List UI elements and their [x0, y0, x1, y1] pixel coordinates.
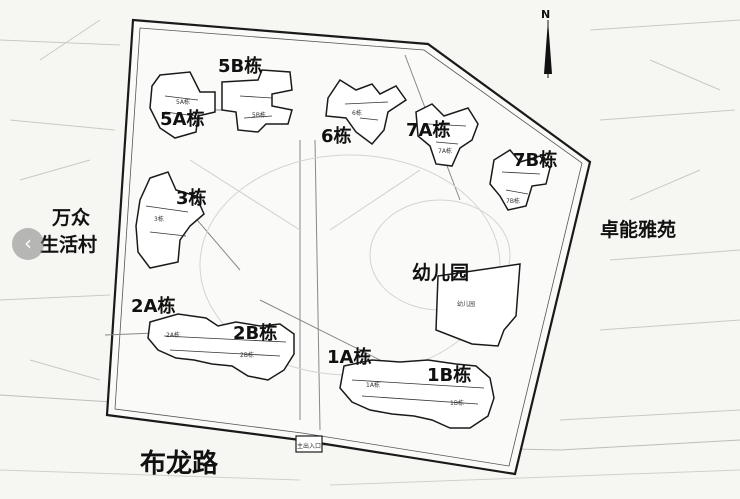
inner-boundary	[114, 27, 583, 467]
label-building-6: 6栋	[321, 126, 352, 147]
label-building-7b: 7B栋	[513, 150, 558, 171]
building-shapes	[135, 69, 551, 429]
tiny-label-5a: 5A栋	[176, 99, 190, 106]
label-building-5a: 5A栋	[160, 109, 205, 130]
building-details	[145, 95, 541, 405]
tiny-label-3: 3栋	[154, 216, 164, 223]
building-7a-shape	[415, 103, 479, 167]
tiny-label-2b: 2B栋	[240, 352, 254, 359]
label-zhuoneng: 卓能雅苑	[600, 219, 677, 241]
tiny-label-1a: 1A栋	[366, 382, 380, 389]
building-6-shape	[325, 78, 408, 146]
tiny-label-gate: 主出入口	[297, 443, 322, 450]
label-building-1b: 1B栋	[427, 365, 472, 386]
label-building-3: 3栋	[176, 188, 207, 209]
tiny-label-2a: 2A栋	[166, 332, 180, 339]
label-building-5b: 5B栋	[218, 56, 263, 77]
label-building-2a: 2A栋	[131, 296, 176, 317]
building-7b-shape	[489, 149, 551, 211]
tiny-label-7b: 7B栋	[506, 198, 520, 205]
tiny-label-1b: 1B栋	[450, 400, 464, 407]
building-3-shape	[135, 171, 205, 269]
label-wanzhong-line1: 万众	[52, 207, 91, 229]
building-2-shape	[147, 313, 295, 381]
kindergarten-shape	[435, 263, 521, 347]
chevron-left-icon: ‹	[24, 231, 32, 255]
tiny-label-6: 6栋	[352, 110, 362, 117]
label-building-7a: 7A栋	[406, 120, 451, 141]
label-wanzhong-line2: 生活村	[40, 234, 98, 256]
building-5b-shape	[221, 69, 293, 133]
tiny-label-5b: 5B栋	[252, 112, 266, 119]
label-kindergarten: 幼儿园	[412, 262, 470, 284]
main-gate-marker	[295, 435, 323, 453]
label-building-2b: 2B栋	[233, 323, 278, 344]
north-label: N	[541, 8, 551, 21]
north-arrow-icon	[544, 20, 552, 78]
label-building-1a: 1A栋	[327, 347, 372, 368]
tiny-label-kindergarten: 幼儿园	[457, 301, 476, 308]
building-1-shape	[339, 359, 495, 429]
back-button[interactable]: ‹	[12, 228, 44, 260]
tiny-label-7a: 7A栋	[438, 148, 452, 155]
label-bulong-road: 布龙路	[140, 449, 219, 479]
building-5a-shape	[149, 71, 216, 139]
